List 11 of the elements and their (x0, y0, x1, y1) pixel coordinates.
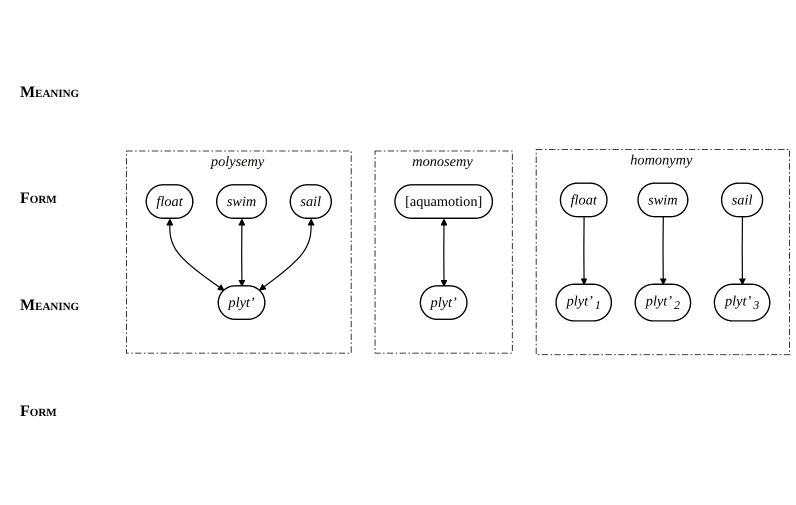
row-label: Form (20, 190, 58, 208)
row-label: Form (20, 402, 58, 421)
row-label: Meaning (20, 84, 80, 102)
arrow (440, 219, 448, 288)
arrow (259, 219, 315, 292)
arrow (660, 217, 667, 286)
arrow (166, 219, 225, 292)
arrow (238, 219, 246, 288)
row-label: Meaning (20, 296, 80, 315)
arrow (580, 217, 588, 286)
arrow (738, 217, 746, 286)
